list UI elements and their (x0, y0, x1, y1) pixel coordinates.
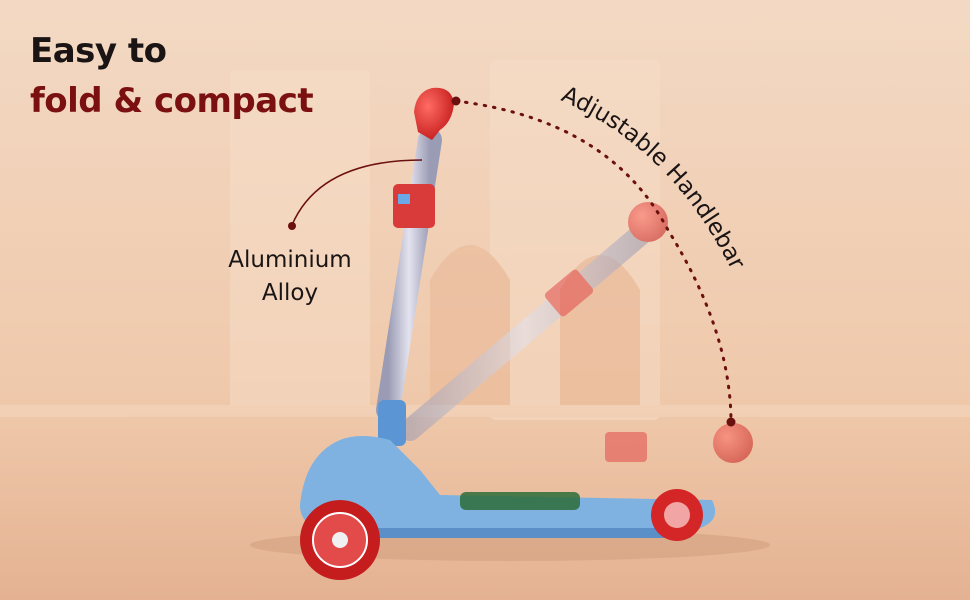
material-label-line-2: Alloy (261, 280, 319, 306)
headline-line-1: Easy to (30, 31, 167, 71)
material-callout: Aluminium Alloy (200, 244, 380, 310)
scooter-base (300, 400, 716, 580)
material-callout-line (291, 159, 423, 226)
background-arches (0, 60, 970, 420)
material-label-line-1: Aluminium (228, 247, 352, 273)
upright-handlebar (376, 87, 454, 422)
headline-line-2: fold & compact (30, 81, 314, 121)
adjustable-arc (454, 99, 733, 422)
headline: Easy to fold & compact (30, 26, 314, 126)
